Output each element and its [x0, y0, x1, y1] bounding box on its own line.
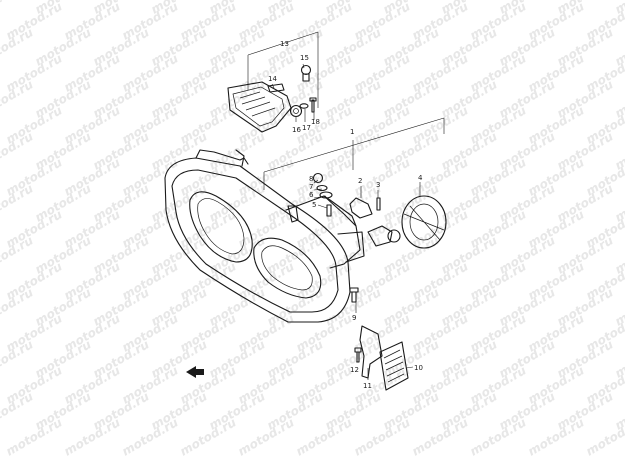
callout-1: 1: [350, 128, 354, 136]
callout-9: 9: [352, 314, 356, 322]
callout-17: 17: [302, 124, 311, 132]
callout-18: 18: [311, 118, 320, 126]
callout-11: 11: [363, 382, 372, 390]
callout-7: 7: [309, 183, 313, 191]
callout-14: 14: [268, 75, 277, 83]
callout-15: 15: [300, 54, 309, 62]
callout-2: 2: [358, 177, 362, 185]
callout-13: 13: [280, 40, 289, 48]
leader-lines: [247, 31, 445, 380]
callout-6: 6: [309, 191, 314, 199]
callout-labels: 13 15 14 16 17 18 1 8 7 6 5 2 3 4 9 12 1…: [268, 40, 423, 390]
callout-16: 16: [292, 126, 301, 134]
headlight-bulb-group: [349, 195, 447, 249]
callout-8: 8: [309, 175, 313, 183]
callout-3: 3: [376, 181, 380, 189]
callout-4: 4: [418, 174, 423, 182]
callout-10: 10: [414, 364, 423, 372]
callout-5: 5: [312, 201, 316, 209]
direction-arrow-icon: [186, 366, 204, 378]
headlamp-housing: [164, 149, 365, 323]
callout-12: 12: [350, 366, 359, 374]
adjuster-hardware: [312, 172, 333, 217]
